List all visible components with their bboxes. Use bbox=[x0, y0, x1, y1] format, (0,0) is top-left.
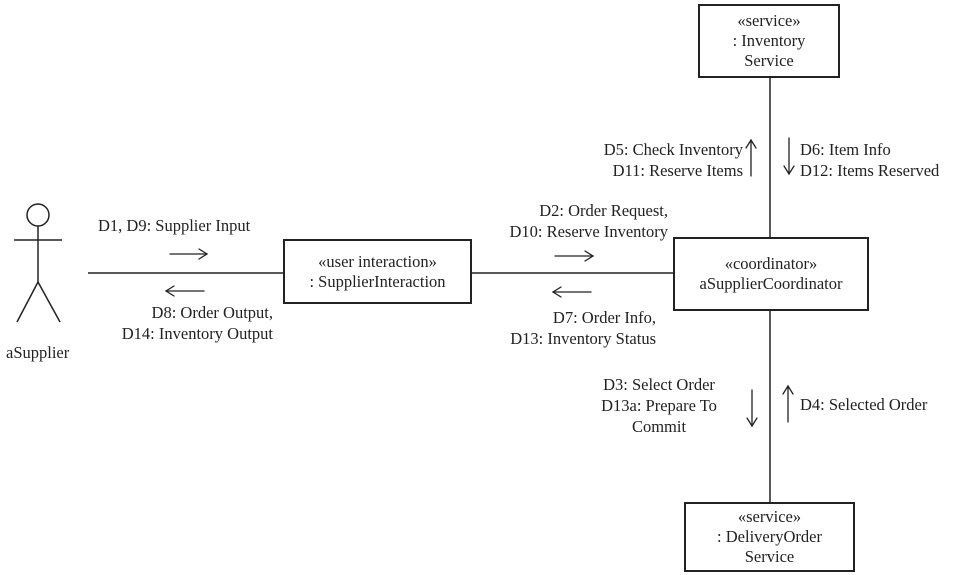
stereotype-label: «service» bbox=[737, 507, 802, 526]
message-label-actor-to-interaction: D1, D9: Supplier Input bbox=[98, 216, 251, 235]
actor-name: aSupplier bbox=[6, 343, 70, 362]
message-label-coordinator-to-delivery: D3: Select Order D13a: Prepare To Commit bbox=[601, 375, 717, 436]
message-label-delivery-to-coordinator: D4: Selected Order bbox=[800, 395, 928, 414]
inventory-service-box: «service» : Inventory Service bbox=[698, 4, 840, 78]
arrow-up-icon bbox=[745, 138, 757, 177]
object-name: Service bbox=[744, 51, 794, 70]
message-label-interaction-to-actor: D8: Order Output, D14: Inventory Output bbox=[121, 303, 273, 343]
arrow-right-icon bbox=[169, 248, 209, 260]
stereotype-label: «coordinator» bbox=[724, 254, 818, 273]
message-label-interaction-to-coordinator: D2: Order Request, D10: Reserve Inventor… bbox=[509, 201, 668, 241]
arrow-left-icon bbox=[551, 286, 592, 298]
message-label-inventory-to-coordinator: D6: Item Info D12: Items Reserved bbox=[800, 140, 940, 180]
arrow-down-icon bbox=[783, 137, 795, 176]
stereotype-label: «service» bbox=[737, 11, 801, 30]
arrow-up-icon bbox=[782, 384, 794, 423]
actor-figure bbox=[14, 203, 62, 323]
actor-right-leg bbox=[37, 281, 61, 323]
actor-head bbox=[26, 203, 50, 227]
arrow-down-icon bbox=[746, 389, 758, 428]
arrow-right-icon bbox=[554, 250, 595, 262]
supplier-interaction-box: «user interaction» : SupplierInteraction bbox=[283, 239, 472, 304]
message-label-coordinator-to-inventory: D5: Check Inventory D11: Reserve Items bbox=[603, 140, 743, 180]
object-name: Service bbox=[744, 547, 795, 566]
stereotype-label: «user interaction» bbox=[318, 251, 437, 271]
message-label-coordinator-to-interaction: D7: Order Info, D13: Inventory Status bbox=[510, 308, 656, 348]
object-name: : Inventory bbox=[732, 31, 806, 50]
arrow-left-icon bbox=[164, 285, 205, 297]
object-name: aSupplierCoordinator bbox=[699, 274, 843, 293]
coordinator-box: «coordinator» aSupplierCoordinator bbox=[673, 237, 869, 311]
delivery-order-service-box: «service» : DeliveryOrder Service bbox=[684, 502, 855, 572]
object-name: : DeliveryOrder bbox=[717, 527, 822, 546]
actor-left-leg bbox=[16, 281, 39, 323]
object-name: : SupplierInteraction bbox=[309, 271, 446, 291]
